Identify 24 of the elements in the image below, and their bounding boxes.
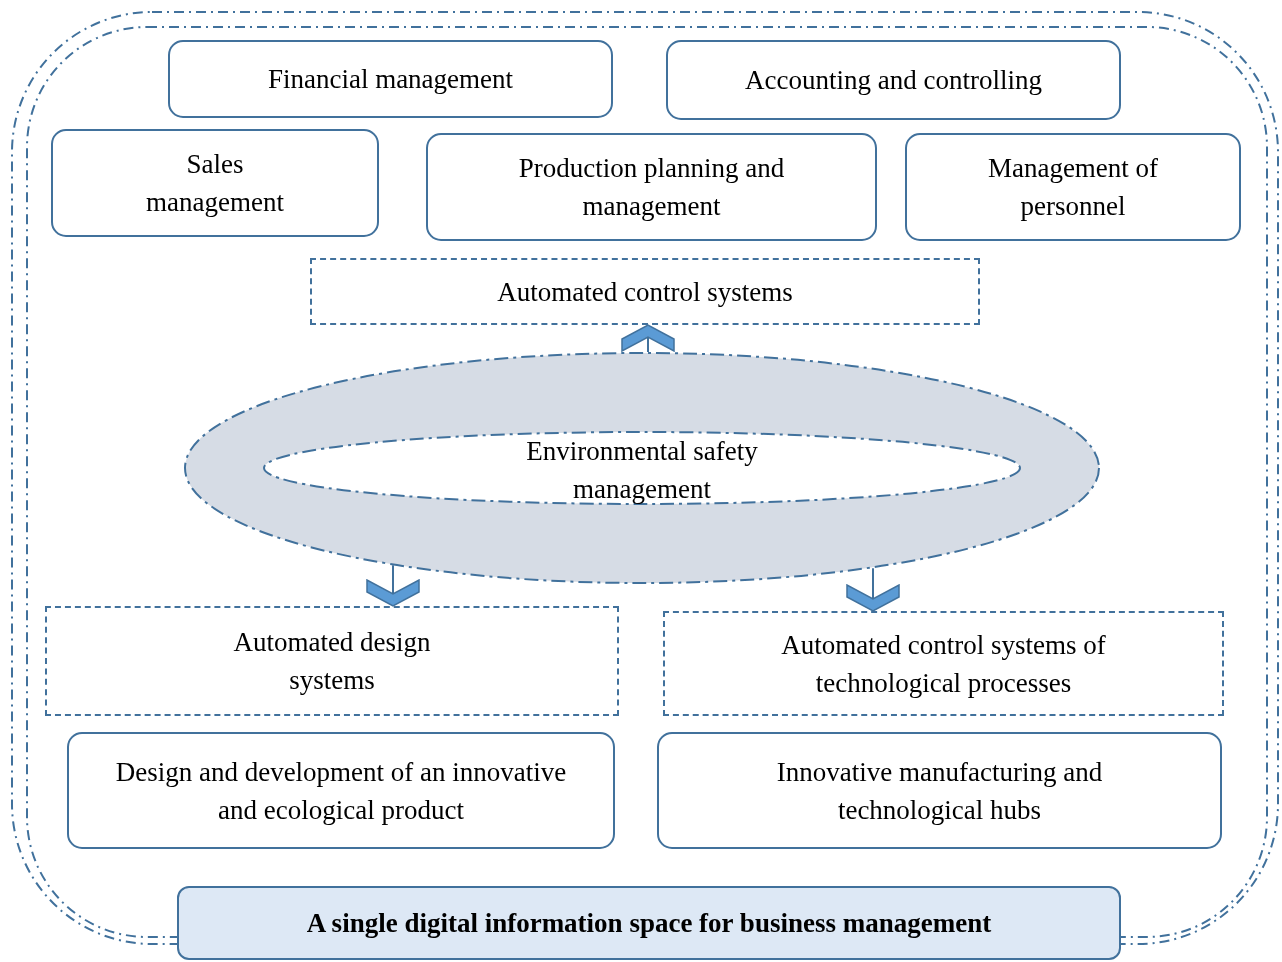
- title-text: A single digital information space for business management: [306, 907, 992, 940]
- node-label: Production planning and management: [517, 152, 786, 223]
- node-label: Innovative manufacturing and technological hubs: [775, 755, 1104, 827]
- ring-ellipse: [184, 352, 1100, 584]
- process-box: [51, 129, 379, 237]
- process-box: [426, 133, 877, 241]
- node-label: Automated design systems: [232, 626, 432, 697]
- process-box: [657, 732, 1222, 849]
- base-box: [177, 886, 1121, 960]
- node-label: Sales management: [145, 148, 285, 219]
- process-box: [905, 133, 1241, 241]
- node-label: Automated control systems: [497, 275, 793, 309]
- node-label: Environmental safety management: [525, 435, 759, 506]
- node-label: Financial management: [267, 63, 514, 96]
- node-label: Design and development of an innovative and ecological product: [114, 755, 568, 827]
- node-label: Management of personnel: [986, 152, 1160, 223]
- system-box: [45, 606, 619, 716]
- process-box: [168, 40, 613, 118]
- process-box: [666, 40, 1121, 120]
- process-box: [67, 732, 615, 849]
- system-box: [310, 258, 980, 325]
- node-label: Automated control systems of technological processes: [780, 628, 1107, 700]
- system-box: [663, 611, 1224, 716]
- node-label: Accounting and controlling: [745, 64, 1042, 97]
